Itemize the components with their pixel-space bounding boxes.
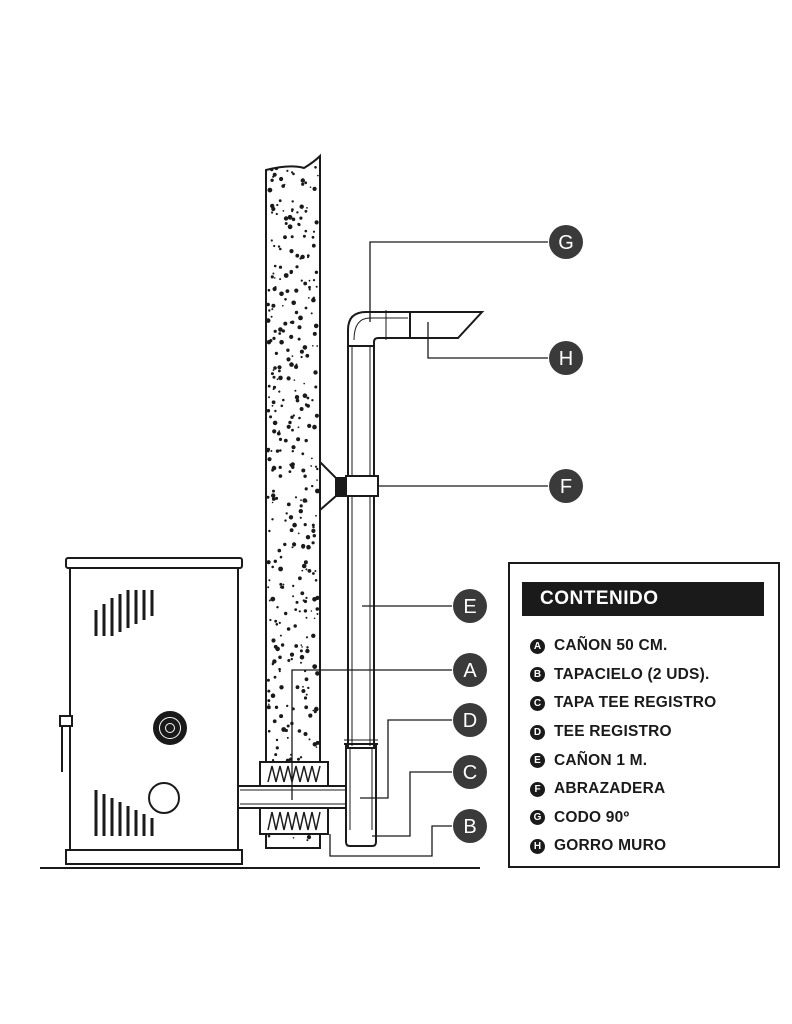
callout-b: B bbox=[453, 809, 487, 843]
legend-badge-f: F bbox=[530, 781, 545, 797]
legend-item-b: B TAPACIELO (2 UDS). bbox=[530, 661, 716, 690]
callout-c: C bbox=[453, 755, 487, 789]
legend-label-b: TAPACIELO (2 UDS). bbox=[554, 665, 710, 683]
legend-badge-e: E bbox=[530, 753, 545, 769]
legend-label-e: CAÑON 1 M. bbox=[554, 751, 648, 769]
callout-h-letter: H bbox=[559, 348, 573, 370]
legend-item-d: D TEE REGISTRO bbox=[530, 718, 716, 747]
callout-g: G bbox=[549, 225, 583, 259]
legend-badge-a: A bbox=[530, 638, 545, 654]
wall-sleeve-top bbox=[259, 761, 329, 787]
legend-badge-c: C bbox=[530, 695, 545, 711]
legend-item-e: E CAÑON 1 M. bbox=[530, 746, 716, 775]
callout-f: F bbox=[549, 469, 583, 503]
legend-box: CONTENIDO A CAÑON 50 CM. B TAPACIELO (2 … bbox=[508, 562, 780, 868]
callout-b-letter: B bbox=[463, 816, 476, 838]
legend-title: CONTENIDO bbox=[522, 582, 764, 616]
elbow-90 bbox=[347, 311, 411, 347]
legend-badge-b: B bbox=[530, 667, 545, 683]
legend-item-c: C TAPA TEE REGISTRO bbox=[530, 689, 716, 718]
stove-window bbox=[148, 782, 180, 814]
legend-badge-d: D bbox=[530, 724, 545, 740]
callout-g-letter: G bbox=[558, 232, 574, 254]
callout-c-letter: C bbox=[463, 762, 477, 784]
callout-d-letter: D bbox=[463, 710, 477, 732]
elbow-and-hood bbox=[347, 310, 485, 347]
legend-item-f: F ABRAZADERA bbox=[530, 775, 716, 804]
callout-h: H bbox=[549, 341, 583, 375]
legend-badge-h: H bbox=[530, 838, 545, 854]
pipe-vertical bbox=[344, 331, 378, 847]
callout-e-letter: E bbox=[463, 596, 476, 618]
legend-item-h: H GORRO MURO bbox=[530, 832, 716, 861]
wall-sleeve-bottom bbox=[259, 807, 329, 835]
wall-hood bbox=[409, 311, 485, 339]
callout-a-letter: A bbox=[463, 660, 477, 682]
stove-vent-upper bbox=[94, 590, 154, 636]
legend-label-f: ABRAZADERA bbox=[554, 780, 666, 798]
legend-label-d: TEE REGISTRO bbox=[554, 723, 672, 741]
legend-badge-g: G bbox=[530, 810, 545, 826]
callout-a: A bbox=[453, 653, 487, 687]
legend-label-h: GORRO MURO bbox=[554, 837, 667, 855]
legend-item-a: A CAÑON 50 CM. bbox=[530, 632, 716, 661]
callout-f-letter: F bbox=[560, 476, 572, 498]
clamp bbox=[319, 459, 379, 513]
leader-lines bbox=[291, 241, 548, 857]
callout-d: D bbox=[453, 703, 487, 737]
wall bbox=[265, 153, 321, 849]
legend-list: A CAÑON 50 CM. B TAPACIELO (2 UDS). C TA… bbox=[530, 632, 716, 861]
callout-e: E bbox=[453, 589, 487, 623]
tee-cap bbox=[345, 830, 377, 847]
legend-label-g: CODO 90º bbox=[554, 808, 630, 826]
legend-item-g: G CODO 90º bbox=[530, 804, 716, 833]
pipe-a-horizontal bbox=[237, 785, 359, 809]
stove-knob bbox=[153, 711, 187, 745]
legend-label-c: TAPA TEE REGISTRO bbox=[554, 694, 717, 712]
legend-label-a: CAÑON 50 CM. bbox=[554, 637, 668, 655]
stove-vent-lower bbox=[94, 790, 154, 836]
stove bbox=[59, 557, 243, 865]
